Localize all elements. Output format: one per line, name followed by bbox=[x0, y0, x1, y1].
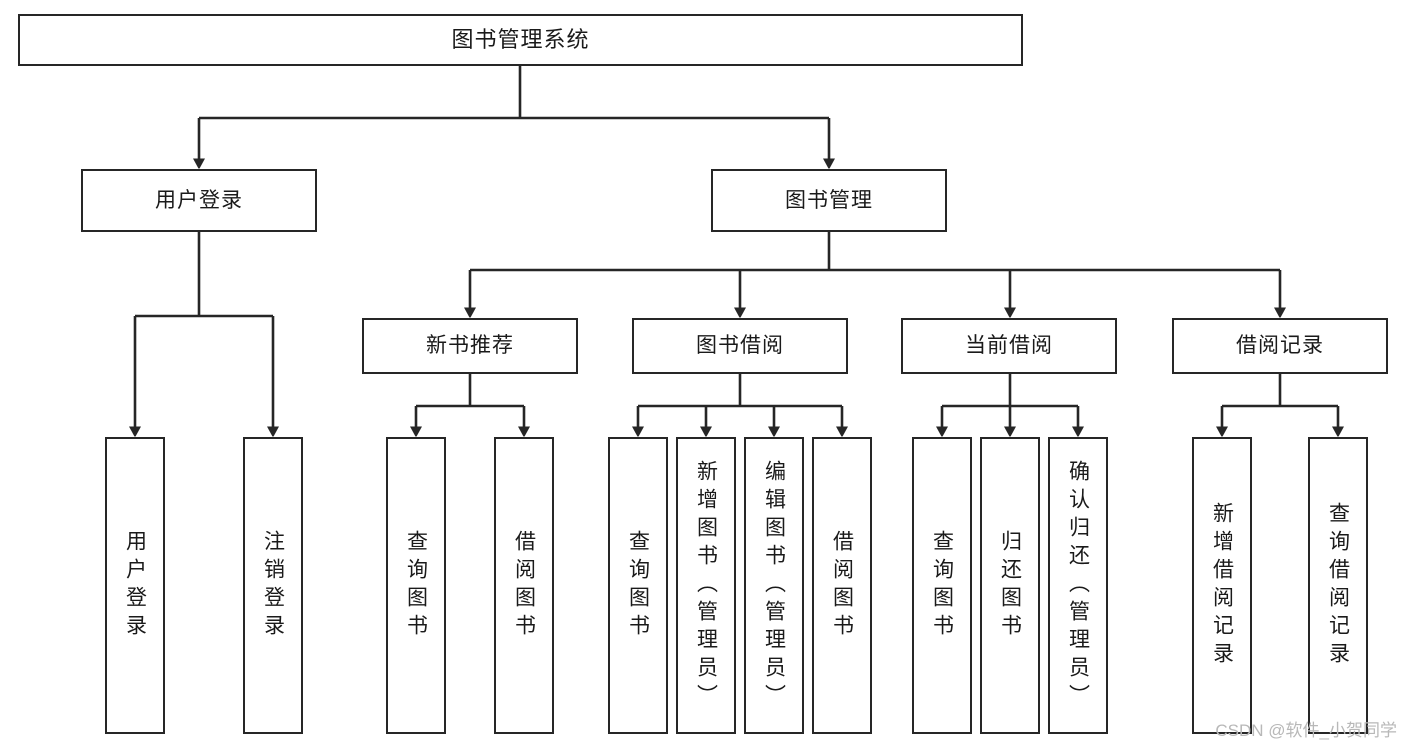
node-leaf-user-login-label: 用户登录 bbox=[123, 529, 147, 642]
node-leaf-logout-login[interactable]: 注销登录 bbox=[243, 437, 303, 734]
node-leaf-query-record[interactable]: 查询借阅记录 bbox=[1308, 437, 1368, 734]
node-leaf-query-book-1-label: 查询图书 bbox=[404, 529, 428, 642]
node-leaf-return-book-label: 归还图书 bbox=[998, 529, 1022, 642]
node-borrow-record[interactable]: 借阅记录 bbox=[1172, 318, 1388, 374]
csdn-watermark: CSDN @软件_小贺同学 bbox=[1215, 721, 1397, 740]
node-new-book-recommend-label: 新书推荐 bbox=[426, 334, 514, 358]
node-new-book-recommend[interactable]: 新书推荐 bbox=[362, 318, 578, 374]
node-book-borrow-label: 图书借阅 bbox=[696, 334, 784, 358]
node-user-login-label: 用户登录 bbox=[155, 188, 243, 212]
node-leaf-add-book-label: 新增图书（管理员） bbox=[694, 459, 718, 712]
node-user-login[interactable]: 用户登录 bbox=[81, 169, 317, 232]
node-leaf-user-login[interactable]: 用户登录 bbox=[105, 437, 165, 734]
node-current-borrow[interactable]: 当前借阅 bbox=[901, 318, 1117, 374]
node-leaf-query-record-label: 查询借阅记录 bbox=[1326, 501, 1350, 670]
node-book-borrow[interactable]: 图书借阅 bbox=[632, 318, 848, 374]
node-leaf-return-book[interactable]: 归还图书 bbox=[980, 437, 1040, 734]
node-leaf-query-book-1[interactable]: 查询图书 bbox=[386, 437, 446, 734]
node-root-label: 图书管理系统 bbox=[451, 26, 590, 52]
node-leaf-add-record-label: 新增借阅记录 bbox=[1210, 501, 1234, 670]
node-leaf-query-book-3[interactable]: 查询图书 bbox=[912, 437, 972, 734]
node-root[interactable]: 图书管理系统 bbox=[18, 14, 1023, 66]
node-leaf-query-book-2-label: 查询图书 bbox=[626, 529, 650, 642]
node-leaf-query-book-3-label: 查询图书 bbox=[930, 529, 954, 642]
node-leaf-borrow-book-1[interactable]: 借阅图书 bbox=[494, 437, 554, 734]
node-book-management-label: 图书管理 bbox=[785, 188, 873, 212]
node-leaf-add-book[interactable]: 新增图书（管理员） bbox=[676, 437, 736, 734]
node-leaf-borrow-book-1-label: 借阅图书 bbox=[512, 529, 536, 642]
node-book-management[interactable]: 图书管理 bbox=[711, 169, 947, 232]
node-leaf-edit-book-label: 编辑图书（管理员） bbox=[762, 459, 786, 712]
node-leaf-query-book-2[interactable]: 查询图书 bbox=[608, 437, 668, 734]
node-leaf-confirm-return-label: 确认归还（管理员） bbox=[1066, 459, 1090, 712]
node-leaf-confirm-return[interactable]: 确认归还（管理员） bbox=[1048, 437, 1108, 734]
node-leaf-logout-login-label: 注销登录 bbox=[261, 529, 285, 642]
node-borrow-record-label: 借阅记录 bbox=[1236, 334, 1324, 358]
node-current-borrow-label: 当前借阅 bbox=[965, 334, 1053, 358]
node-leaf-edit-book[interactable]: 编辑图书（管理员） bbox=[744, 437, 804, 734]
node-leaf-add-record[interactable]: 新增借阅记录 bbox=[1192, 437, 1252, 734]
node-leaf-borrow-book-2-label: 借阅图书 bbox=[830, 529, 854, 642]
node-leaf-borrow-book-2[interactable]: 借阅图书 bbox=[812, 437, 872, 734]
